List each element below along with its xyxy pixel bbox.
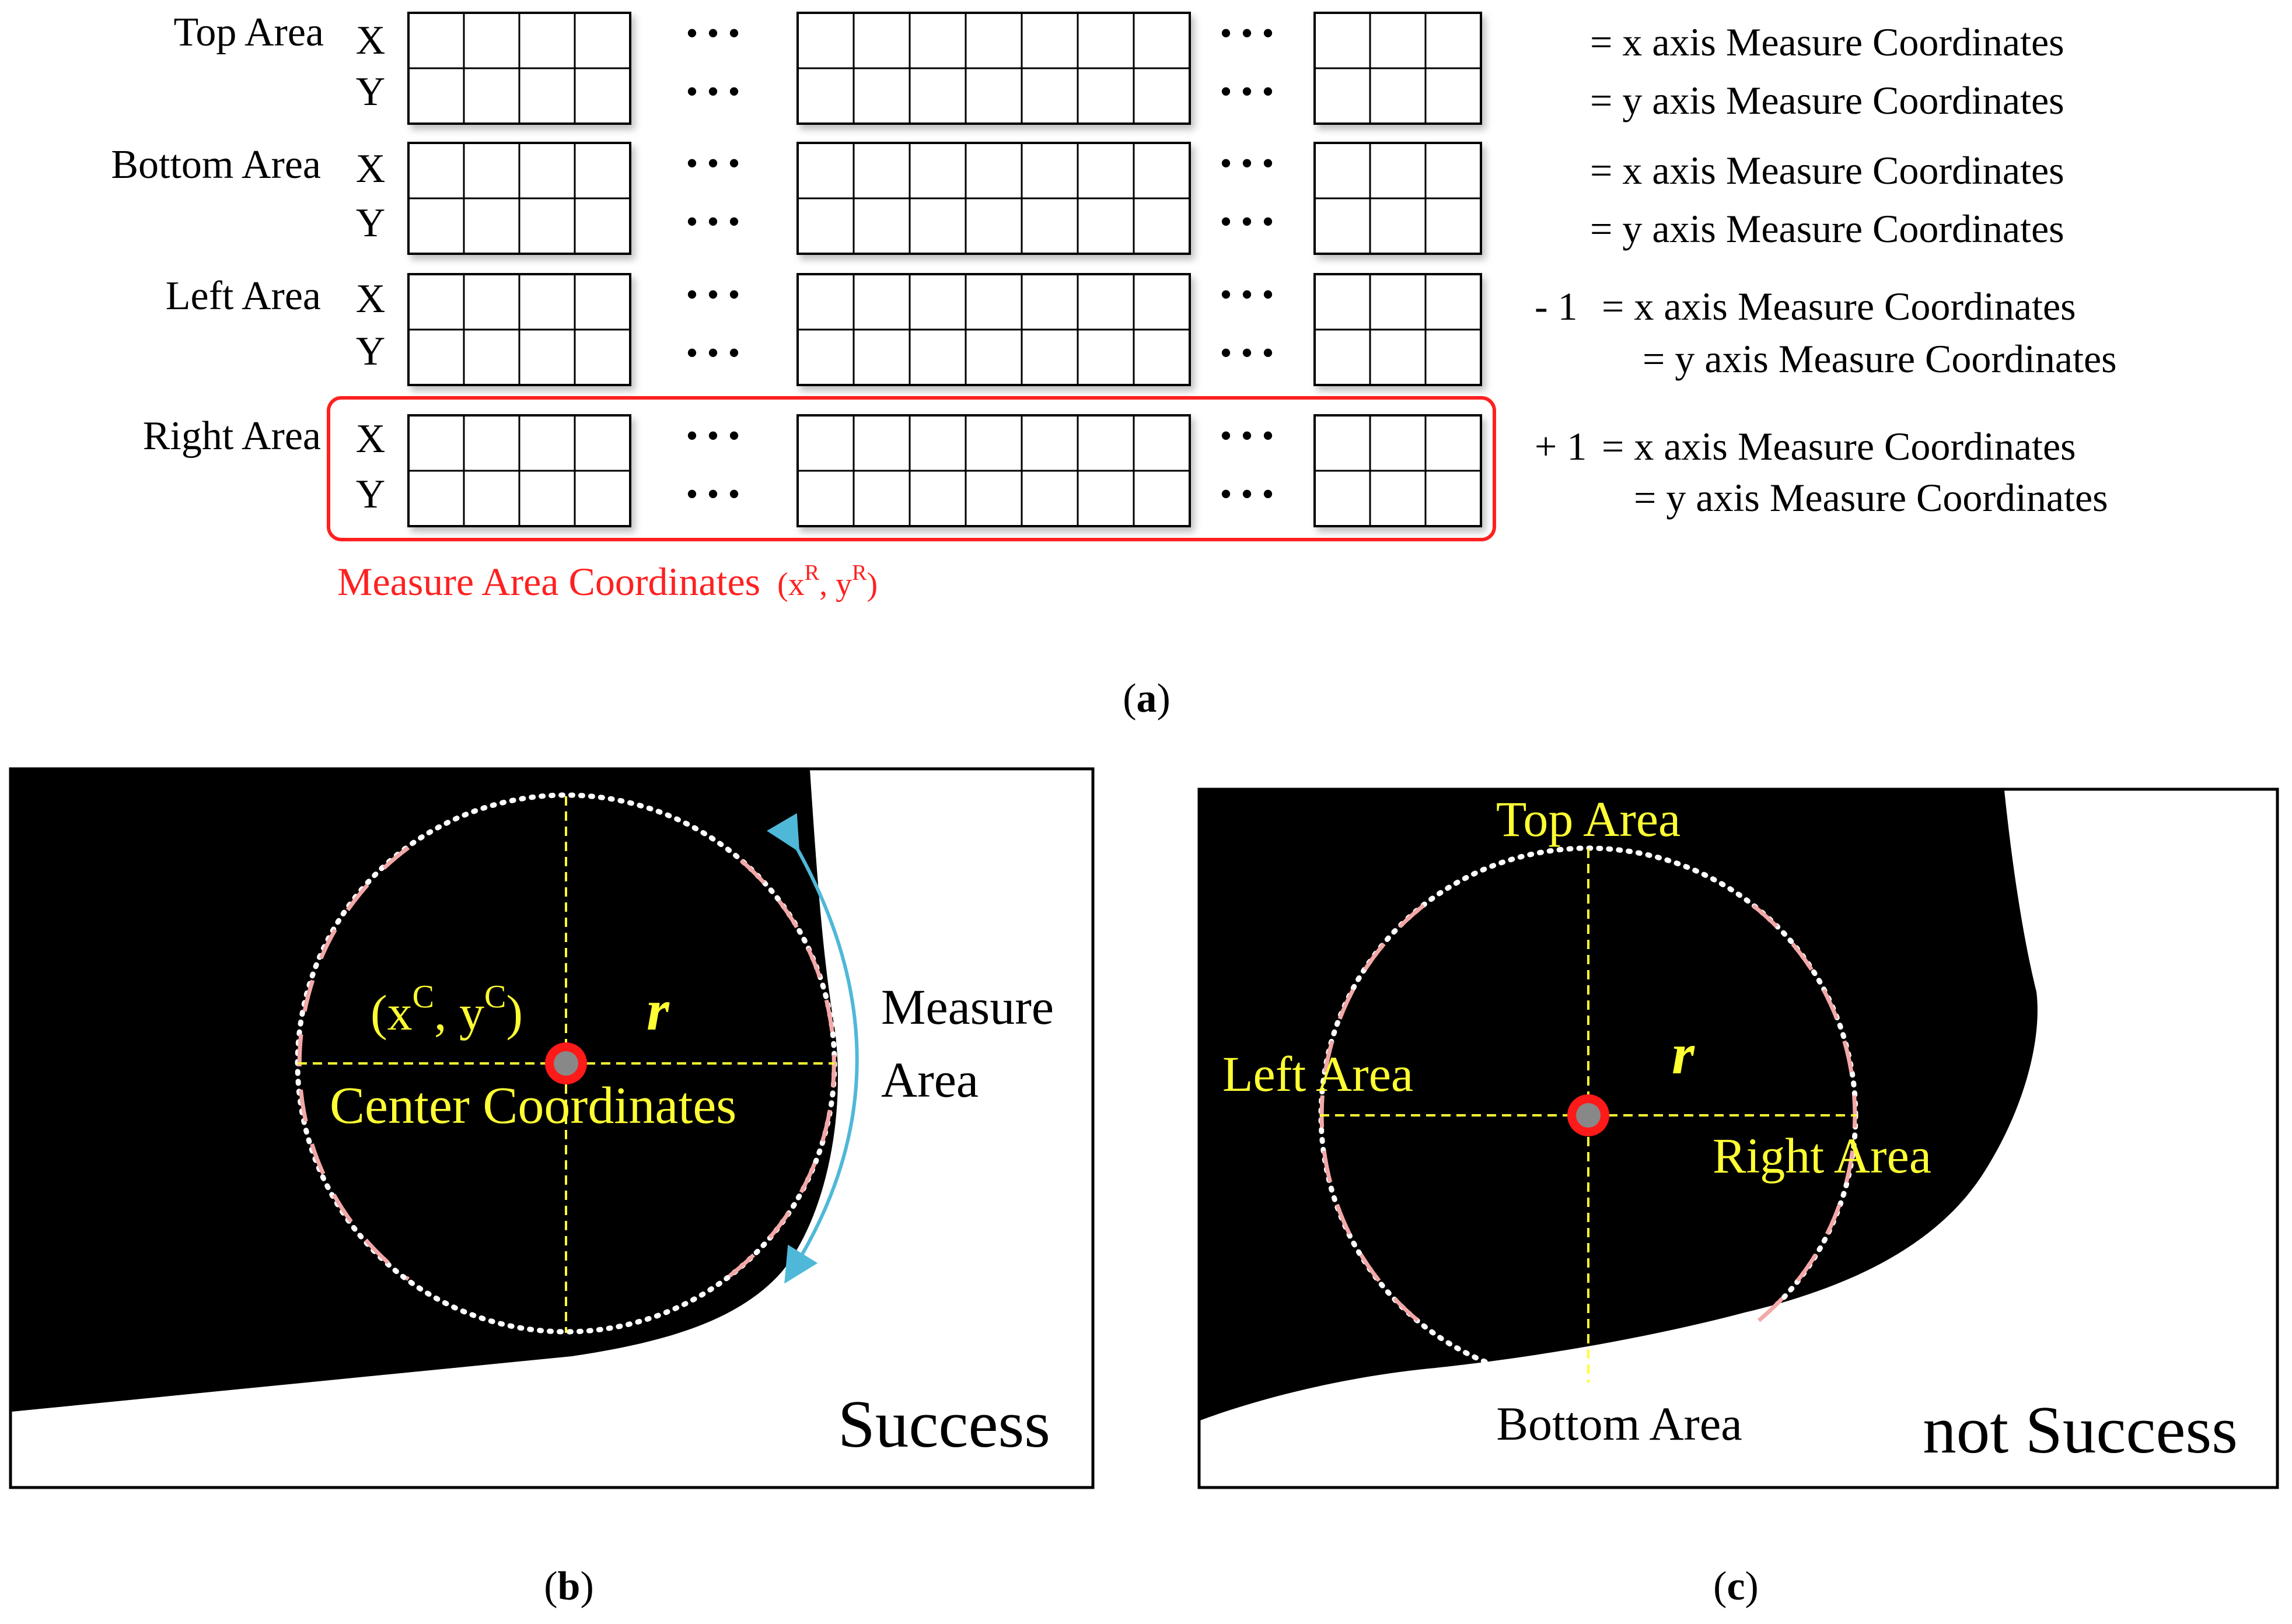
equation-y: = y axis Measure Coordinates: [1643, 337, 2117, 381]
coord-sup-y: C: [484, 979, 506, 1015]
coordinate-cell-block: [407, 12, 631, 125]
result-success: Success: [838, 1387, 1050, 1461]
row-label-top: Top Area: [173, 10, 324, 55]
caption-b: (b): [544, 1564, 594, 1609]
measure-area-label-line1: Measure: [881, 979, 1054, 1035]
axis-label-x: X: [356, 416, 386, 461]
tool-profile-shape: [1200, 790, 2038, 1420]
equation-x: = x axis Measure Coordinates: [1590, 20, 2064, 64]
ellipsis: • • •: [1220, 14, 1274, 52]
coord-open: (x: [371, 985, 413, 1041]
ellipsis: • • •: [686, 275, 740, 314]
axis-label-x: X: [356, 146, 386, 191]
row-label-left: Left Area: [166, 274, 321, 318]
radius-label: r: [647, 978, 670, 1042]
left-area-label: Left Area: [1222, 1046, 1413, 1102]
ellipsis: • • •: [1220, 144, 1274, 183]
highlight-label: Measure Area Coordinates: [337, 559, 760, 604]
caption-c-letter: c: [1727, 1564, 1745, 1609]
axis-label-y: Y: [356, 329, 386, 374]
highlight-sup-x: R: [805, 561, 820, 585]
caption-b-letter: b: [558, 1564, 581, 1609]
center-coordinates-label: Center Coordinates: [330, 1077, 736, 1135]
tool-profile-shape: [12, 770, 838, 1412]
bottom-area-label: Bottom Area: [1496, 1397, 1742, 1450]
equation-x: = x axis Measure Coordinates: [1602, 284, 2076, 328]
ellipsis: • • •: [1220, 275, 1274, 314]
equation-y: = y axis Measure Coordinates: [1634, 475, 2108, 520]
measure-area-arrow: [766, 813, 859, 1284]
coordinate-cell-block: [1313, 273, 1482, 386]
ellipsis: • • •: [686, 144, 740, 183]
ellipsis: • • •: [1220, 416, 1274, 455]
row-label-right: Right Area: [143, 414, 321, 459]
center-point: [1576, 1103, 1601, 1128]
row-label-bottom: Bottom Area: [111, 142, 321, 187]
right-area-label: Right Area: [1713, 1128, 1931, 1184]
measure-area-label-line2: Area: [881, 1052, 979, 1108]
equation-y: = y axis Measure Coordinates: [1590, 78, 2064, 123]
highlight-end: ): [867, 566, 878, 603]
coordinate-cell-block: [407, 273, 631, 386]
coord-close: ): [506, 985, 523, 1041]
coordinate-cell-block: [1313, 142, 1482, 255]
center-point: [554, 1051, 578, 1076]
equation-y: = y axis Measure Coordinates: [1590, 206, 2064, 251]
equation-prefix: - 1: [1535, 284, 1578, 328]
equation-x: = x axis Measure Coordinates: [1602, 424, 2076, 468]
radius-label: r: [1672, 1021, 1695, 1086]
coordinate-cell-block: [796, 12, 1191, 125]
caption-c: (c): [1713, 1564, 1759, 1609]
coord-mid: , y: [434, 985, 484, 1041]
ellipsis: • • •: [686, 14, 740, 52]
coord-sup-x: C: [413, 979, 434, 1015]
coordinate-cell-block: [796, 142, 1191, 255]
ellipsis: • • •: [686, 72, 740, 111]
ellipsis: • • •: [1220, 475, 1274, 513]
highlight-math: (x: [777, 566, 805, 603]
center-coordinate-label: (xC, yC): [371, 979, 523, 1041]
highlight-mid: , y: [819, 566, 852, 603]
ellipsis: • • •: [1220, 334, 1274, 372]
panel-c: Top Area Left Area Right Area r Bottom A…: [1197, 788, 2279, 1609]
coordinate-cell-block: [1313, 12, 1482, 125]
panel-a: Top Area Bottom Area Left Area Right Are…: [111, 10, 2116, 721]
axis-label-y: Y: [356, 69, 386, 114]
highlight-sup-y: R: [852, 561, 867, 585]
axis-label-y: Y: [356, 472, 386, 517]
ellipsis: • • •: [1220, 72, 1274, 111]
ellipsis: • • •: [686, 475, 740, 513]
equation-x: = x axis Measure Coordinates: [1590, 148, 2064, 192]
coordinate-cell-block: [407, 142, 631, 255]
coordinate-cell-block: [407, 414, 631, 527]
coordinate-cell-block: [1313, 414, 1482, 527]
result-not-success: not Success: [1923, 1393, 2238, 1467]
axis-label-x: X: [356, 18, 386, 63]
top-area-label: Top Area: [1496, 791, 1680, 847]
ellipsis-group: • • • • • • • • • • • • • • • • • • • • • • • •…: [686, 14, 1274, 513]
ellipsis: • • •: [686, 416, 740, 455]
panel-b: (xC, yC) r Center Coordinates Measure Ar…: [9, 767, 1095, 1609]
coordinate-cell-block: [796, 414, 1191, 527]
measure-area-coordinates-label: Measure Area Coordinates (xR, yR): [337, 559, 878, 604]
coordinate-cell-block: [796, 273, 1191, 386]
measure-area-highlight-box: [327, 396, 1496, 541]
axis-label-x: X: [356, 276, 386, 321]
equation-prefix: + 1: [1535, 424, 1587, 468]
ellipsis: • • •: [686, 334, 740, 372]
caption-a: (a): [1123, 676, 1171, 721]
axis-label-y: Y: [356, 201, 386, 246]
coordinate-grids: [407, 12, 1482, 527]
caption-a-letter: a: [1137, 676, 1157, 721]
ellipsis: • • •: [1220, 202, 1274, 241]
ellipsis: • • •: [686, 202, 740, 241]
